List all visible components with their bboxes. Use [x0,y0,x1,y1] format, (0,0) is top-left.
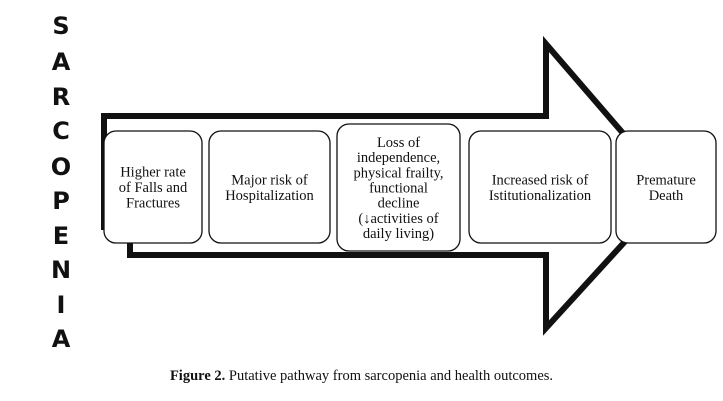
caption-text: Putative pathway from sarcopenia and hea… [228,368,554,384]
sarcopenia-letter: R [52,83,70,111]
step-box [468,130,612,244]
step-text-line: (↓activities of [358,211,438,227]
figure-caption: Figure 2. Putative pathway from sarcopen… [0,368,723,385]
step-box [103,130,203,244]
step-text-line: of Falls and [119,180,188,196]
sarcopenia-letter: A [52,325,71,353]
step-text-line: Fractures [126,196,180,212]
step-text-line: decline [378,196,420,212]
step-text-line: Major risk of [231,172,308,188]
sarcopenia-letter: N [51,256,71,284]
step-text-line: daily living) [363,226,434,242]
step-text-line: Death [649,188,684,204]
step-text-line: Istitutionalization [489,188,592,204]
step-box [615,130,717,244]
step-text-line: physical frailty, [353,165,443,181]
step-text-line: Premature [636,172,696,188]
sarcopenia-letter: I [57,291,66,319]
step-box [336,123,461,252]
step-text-line: Loss of [377,135,420,151]
sarcopenia-letter: S [52,12,69,40]
sarcopenia-letter: P [52,187,70,215]
step-text-line: Higher rate [120,165,186,181]
sarcopenia-letter: E [53,222,69,250]
caption-label: Figure 2. [169,368,226,384]
sarcopenia-letter: C [52,117,70,145]
sarcopenia-letter: O [51,153,71,181]
step-text-line: functional [369,181,428,197]
sarcopenia-letter: A [52,48,71,76]
step-text-line: Increased risk of [492,172,589,188]
step-box [208,130,331,244]
step-text-line: Hospitalization [225,188,314,204]
step-text-line: independence, [357,150,440,166]
